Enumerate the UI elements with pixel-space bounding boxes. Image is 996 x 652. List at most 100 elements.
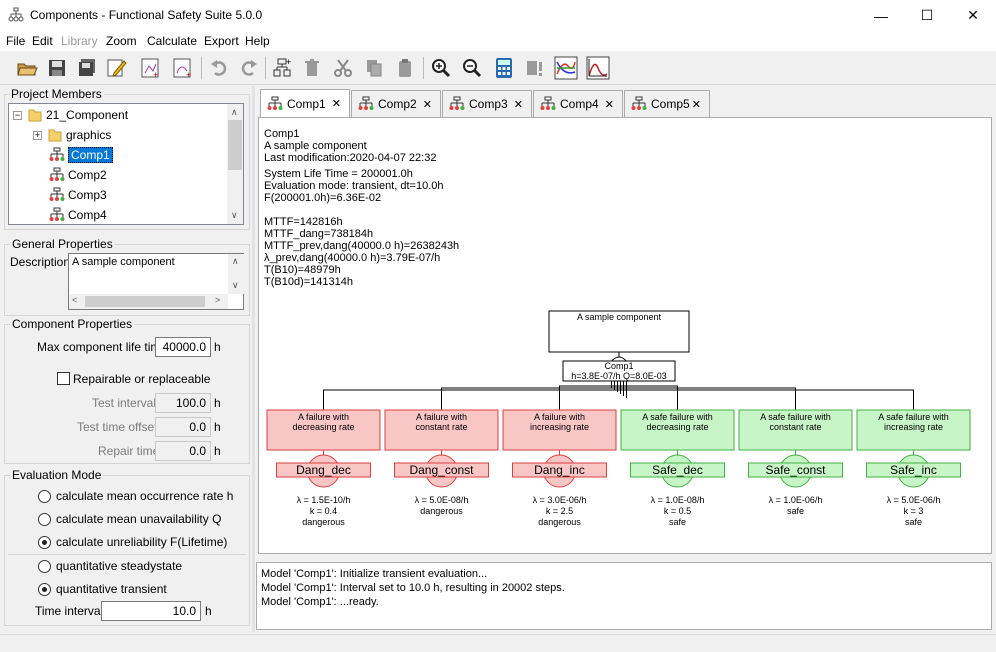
message-log[interactable]: Model 'Comp1': Initialize transient eval… <box>256 562 992 630</box>
info-line: A sample component <box>264 140 459 152</box>
radio-button[interactable] <box>38 583 51 596</box>
tab-close-icon[interactable]: ✕ <box>605 98 614 111</box>
tree-scrollbar[interactable]: ∧ ∨ <box>227 104 243 224</box>
fault-tree-diagram[interactable]: A sample component Comp1 h=3.8E-07/h Q=8… <box>258 300 992 540</box>
calculator-icon[interactable] <box>491 55 517 81</box>
event-description-line2: decreasing rate <box>292 422 354 432</box>
scroll-thumb[interactable] <box>228 120 242 170</box>
description-vscroll[interactable]: ∧ ∨ <box>228 254 244 294</box>
tree-item-21-component[interactable]: − 21_Component <box>13 105 128 125</box>
radio-button[interactable] <box>38 490 51 503</box>
save-all-icon[interactable] <box>74 55 100 81</box>
connector-line <box>619 388 796 410</box>
repairable-checkbox[interactable] <box>57 372 70 385</box>
scroll-down-icon[interactable]: ∨ <box>231 210 238 221</box>
gate-name: Comp1 <box>604 361 633 371</box>
zoom-in-icon[interactable] <box>428 55 454 81</box>
copy-icon[interactable] <box>361 55 387 81</box>
radio-button[interactable] <box>38 536 51 549</box>
collapse-icon[interactable]: − <box>13 111 22 120</box>
event-k: k = 2.5 <box>546 506 573 516</box>
new-graphic-icon[interactable]: + <box>170 55 196 81</box>
scroll-down-icon[interactable]: ∨ <box>232 280 239 291</box>
scroll-up-icon[interactable]: ∧ <box>231 107 238 118</box>
event-description-line1: A safe failure with <box>878 412 949 422</box>
basic-events: A failure withdecreasing rateDang_decλ =… <box>267 386 970 527</box>
tab-close-icon[interactable]: ✕ <box>514 98 523 111</box>
add-gate-icon[interactable]: + <box>270 55 296 81</box>
new-component-icon[interactable]: + <box>138 55 164 81</box>
max-life-unit: h <box>214 340 221 354</box>
radio-button[interactable] <box>38 560 51 573</box>
expand-icon[interactable]: + <box>33 131 42 140</box>
tree-item-comp3[interactable]: Comp3 <box>49 185 107 205</box>
tab-close-icon[interactable]: ✕ <box>332 97 341 110</box>
distribution-graph-icon[interactable] <box>585 55 611 81</box>
event-k: k = 3 <box>904 506 924 516</box>
tree-item-comp2[interactable]: Comp2 <box>49 165 107 185</box>
tree-item-comp4[interactable]: Comp4 <box>49 205 107 225</box>
paste-icon[interactable] <box>392 55 418 81</box>
event-lambda: λ = 3.0E-06/h <box>533 495 587 505</box>
event-name: Dang_dec <box>296 463 351 477</box>
gate-values: h=3.8E-07/h Q=8.0E-03 <box>571 371 667 381</box>
event-lambda: λ = 5.0E-06/h <box>887 495 941 505</box>
menu-zoom[interactable]: Zoom <box>106 34 137 48</box>
minimize-button[interactable]: — <box>858 0 904 31</box>
tab-close-icon[interactable]: ✕ <box>692 98 701 111</box>
redo-icon[interactable] <box>236 55 262 81</box>
scroll-right-icon[interactable]: > <box>215 295 220 305</box>
report-icon[interactable] <box>521 55 547 81</box>
tab-close-icon[interactable]: ✕ <box>423 98 432 111</box>
undo-icon[interactable] <box>206 55 232 81</box>
save-icon[interactable] <box>44 55 70 81</box>
menu-export[interactable]: Export <box>204 34 239 48</box>
maximize-button[interactable]: ☐ <box>904 0 950 31</box>
project-tree[interactable]: − 21_Component + graphics Comp1 Comp2 Co… <box>8 103 244 225</box>
tree-label: Comp3 <box>68 188 107 202</box>
tab-comp4[interactable]: Comp4 ✕ <box>533 90 623 117</box>
edit-icon[interactable] <box>104 55 130 81</box>
delete-icon[interactable] <box>299 55 325 81</box>
component-info: Comp1 A sample component Last modificati… <box>264 128 459 288</box>
scroll-left-icon[interactable]: < <box>72 295 77 305</box>
description-hscroll[interactable]: < > <box>69 294 228 309</box>
evaluation-mode-title: Evaluation Mode <box>10 468 103 482</box>
menu-edit[interactable]: Edit <box>32 34 53 48</box>
graph-icon[interactable] <box>553 55 579 81</box>
test-offset-input: 0.0 <box>155 417 211 437</box>
tree-label: Comp4 <box>68 208 107 222</box>
time-interval-input[interactable]: 10.0 <box>101 601 201 621</box>
info-line: F(200001.0h)=6.36E-02 <box>264 192 459 204</box>
menu-help[interactable]: Help <box>245 34 270 48</box>
scroll-thumb[interactable] <box>85 296 205 307</box>
open-folder-icon[interactable] <box>14 55 40 81</box>
tab-comp3[interactable]: Comp3 ✕ <box>442 90 532 117</box>
general-properties-title: General Properties <box>10 237 115 251</box>
tree-item-graphics[interactable]: + graphics <box>33 125 111 145</box>
cut-icon[interactable] <box>330 55 356 81</box>
repairable-label: Repairable or replaceable <box>73 372 210 386</box>
max-life-input[interactable]: 40000.0 <box>155 337 211 357</box>
description-textarea[interactable]: A sample component ∧ ∨ < > <box>68 253 244 310</box>
panel-splitter[interactable] <box>252 86 255 632</box>
log-line: Model 'Comp1': Initialize transient eval… <box>261 567 987 581</box>
event-description-line1: A safe failure with <box>760 412 831 422</box>
connector-line <box>442 388 620 410</box>
toolbar: + + + <box>0 51 996 85</box>
tab-comp1[interactable]: Comp1 ✕ <box>260 89 350 117</box>
scroll-up-icon[interactable]: ∧ <box>232 256 239 267</box>
zoom-out-icon[interactable] <box>459 55 485 81</box>
info-line: T(B10d)=141314h <box>264 276 459 288</box>
info-line: λ_prev,dang(40000.0 h)=3.79E-07/h <box>264 252 459 264</box>
tab-comp2[interactable]: Comp2 ✕ <box>351 90 441 117</box>
close-button[interactable]: ✕ <box>950 0 996 31</box>
radio-button[interactable] <box>38 513 51 526</box>
menu-calculate[interactable]: Calculate <box>147 34 197 48</box>
tab-comp5[interactable]: Comp5 ✕ <box>624 90 710 117</box>
menu-bar: File Edit Library Zoom Calculate Export … <box>0 31 996 51</box>
menu-file[interactable]: File <box>6 34 25 48</box>
tree-item-comp1[interactable]: Comp1 <box>49 145 113 165</box>
event-lambda: λ = 1.5E-10/h <box>297 495 351 505</box>
project-members-title: Project Members <box>9 87 104 101</box>
